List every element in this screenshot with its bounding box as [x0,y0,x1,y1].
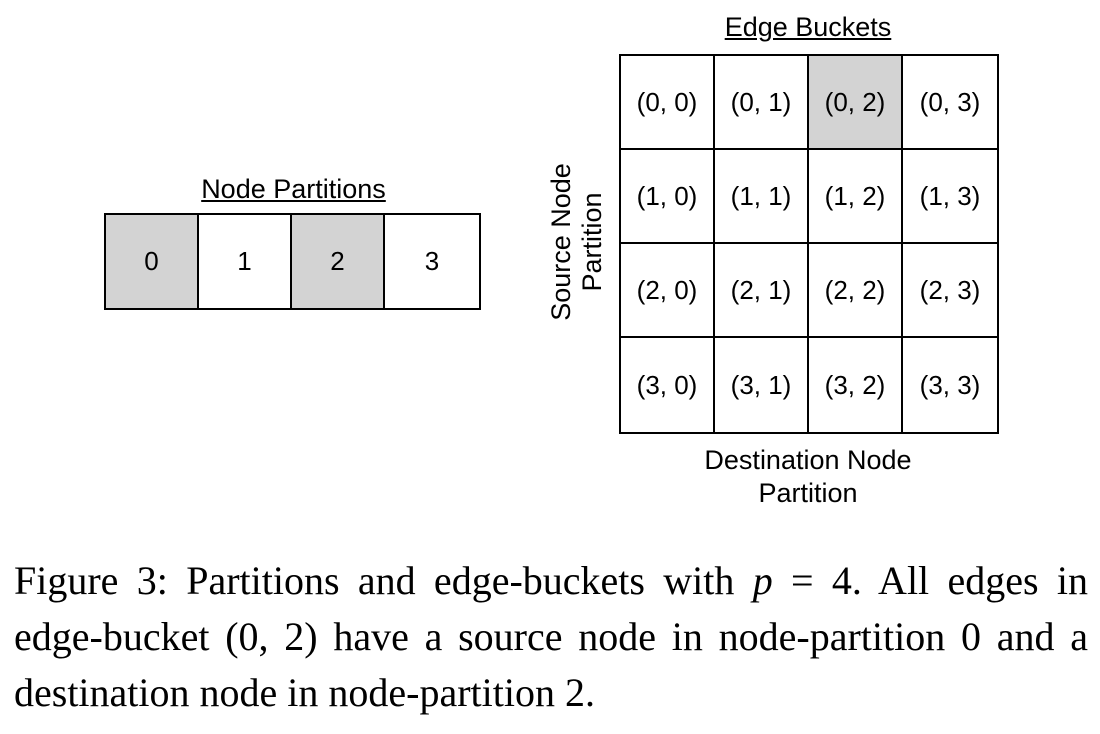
edge-bucket-cell: (2, 1) [715,244,809,338]
caption-prefix: Figure 3: Partitions and edge-buckets wi… [14,558,753,603]
edge-bucket-cell: (2, 2) [809,244,903,338]
destination-axis-label-line-2: Partition [758,478,858,508]
edge-bucket-cell: (0, 0) [621,56,715,150]
node-partition-cell: 0 [106,215,199,308]
edge-bucket-cell: (0, 1) [715,56,809,150]
edge-bucket-cell: (2, 0) [621,244,715,338]
edge-bucket-cell: (3, 3) [919,369,981,400]
edge-buckets-grid: (0, 0)(0, 1)(0, 2)(0, 3)(1, 0)(1, 1)(1, … [619,54,999,434]
destination-node-partition-label: Destination Node Partition [620,444,996,510]
caption-math-variable: p [752,558,773,603]
node-partition-cell: 3 [424,246,440,276]
node-partition-cell: 2 [292,215,385,308]
edge-bucket-cell: (3, 1) [715,338,809,432]
caption-math-rest: = 4. [772,558,862,603]
edge-bucket-cell: (1, 1) [715,150,809,244]
edge-bucket-cell: (3, 0) [621,338,715,432]
edge-bucket-cell: (2, 3) [903,244,997,338]
source-axis-label-line-2: Partition [577,192,607,292]
edge-buckets-title: Edge Buckets [724,12,892,42]
edge-bucket-cell: (0, 2) [809,56,903,150]
edge-bucket-cell: (3, 2) [809,338,903,432]
caption-suffix: All edges in edge-bucket (0, 2) have a s… [14,558,1089,715]
figure-caption: Figure 3: Partitions and edge-buckets wi… [14,553,1088,721]
edge-bucket-cell: (1, 0) [621,150,715,244]
destination-axis-label-line-1: Destination Node [704,445,912,475]
node-partitions-title: Node Partitions [201,174,386,204]
edge-bucket-cell: (1, 2) [809,150,903,244]
source-axis-label-line-1: Source Node [546,163,576,321]
node-partition-cell: 1 [199,215,292,308]
edge-bucket-cell: (0, 3) [903,56,997,150]
edge-bucket-cell: (1, 3) [903,150,997,244]
